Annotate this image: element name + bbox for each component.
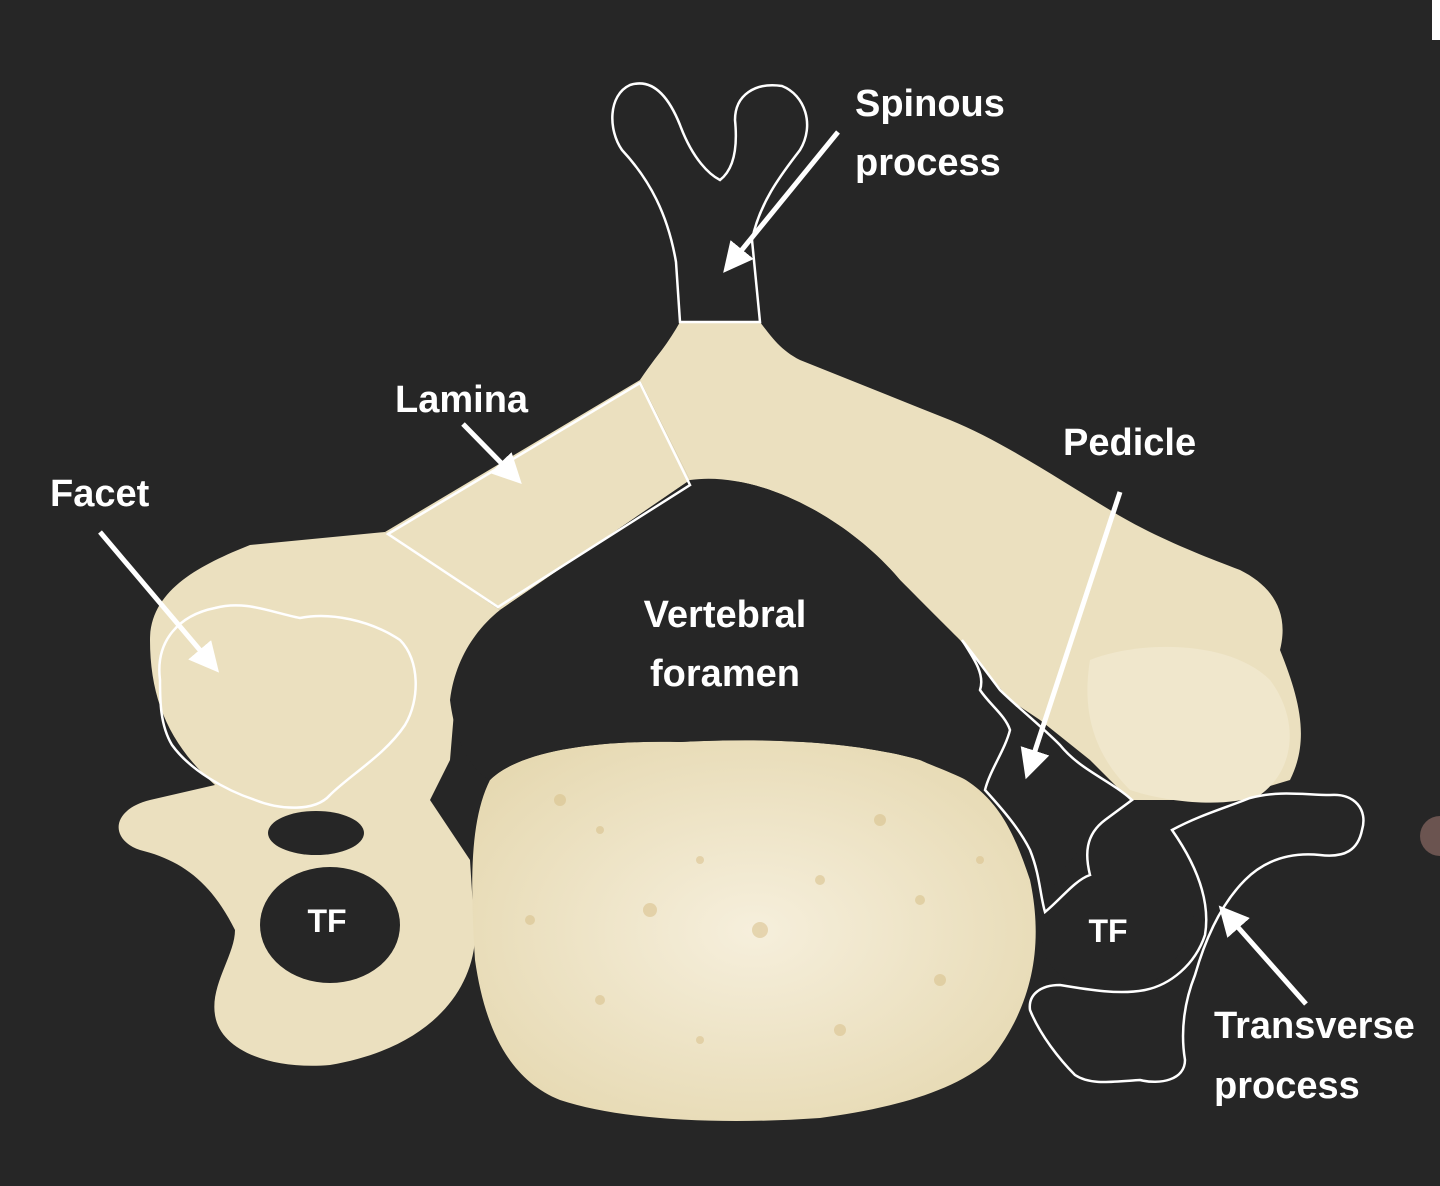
body-texture [525,794,984,1044]
label-spinous-line2: process [855,142,1001,184]
pedicle-arrow [1020,491,1123,780]
label-transverse-line2: process [1214,1065,1360,1107]
left-small-foramen [268,811,364,855]
label-transverse-line1: Transverse [1214,1005,1415,1047]
facet-region [158,604,417,809]
facet-arrow [98,530,220,673]
label-foramen-line2: foramen [650,653,800,695]
edge-mark [1432,0,1440,40]
spinous-arrow [723,130,840,273]
labels: Spinous process Lamina Pedicle Facet Ver… [50,83,1415,1107]
left-transverse-foramen-hole [260,867,400,983]
right-transverse-foramen-hole [1041,824,1196,992]
vertebral-foramen-hole [450,478,992,790]
label-facet: Facet [50,473,150,515]
label-tf-left: TF [307,903,346,939]
label-lamina: Lamina [395,379,529,421]
lamina-arrow [461,422,522,484]
lamina-region [385,381,692,609]
label-foramen-line1: Vertebral [644,594,807,636]
pointer-arrows [98,130,1308,1006]
edge-dot [1420,816,1440,856]
right-articular-mass [1087,646,1290,803]
foramina [260,478,1196,992]
transverse-arrow [1218,905,1308,1006]
left-lateral-mass [118,532,501,1066]
label-spinous-line1: Spinous [855,83,1005,125]
label-tf-right: TF [1088,913,1127,949]
label-pedicle: Pedicle [1063,422,1196,464]
left-arch [385,380,690,610]
spinous-process-region [611,82,809,324]
vertebra-bone [118,322,1301,1121]
transverse-process-region [1028,792,1365,1084]
